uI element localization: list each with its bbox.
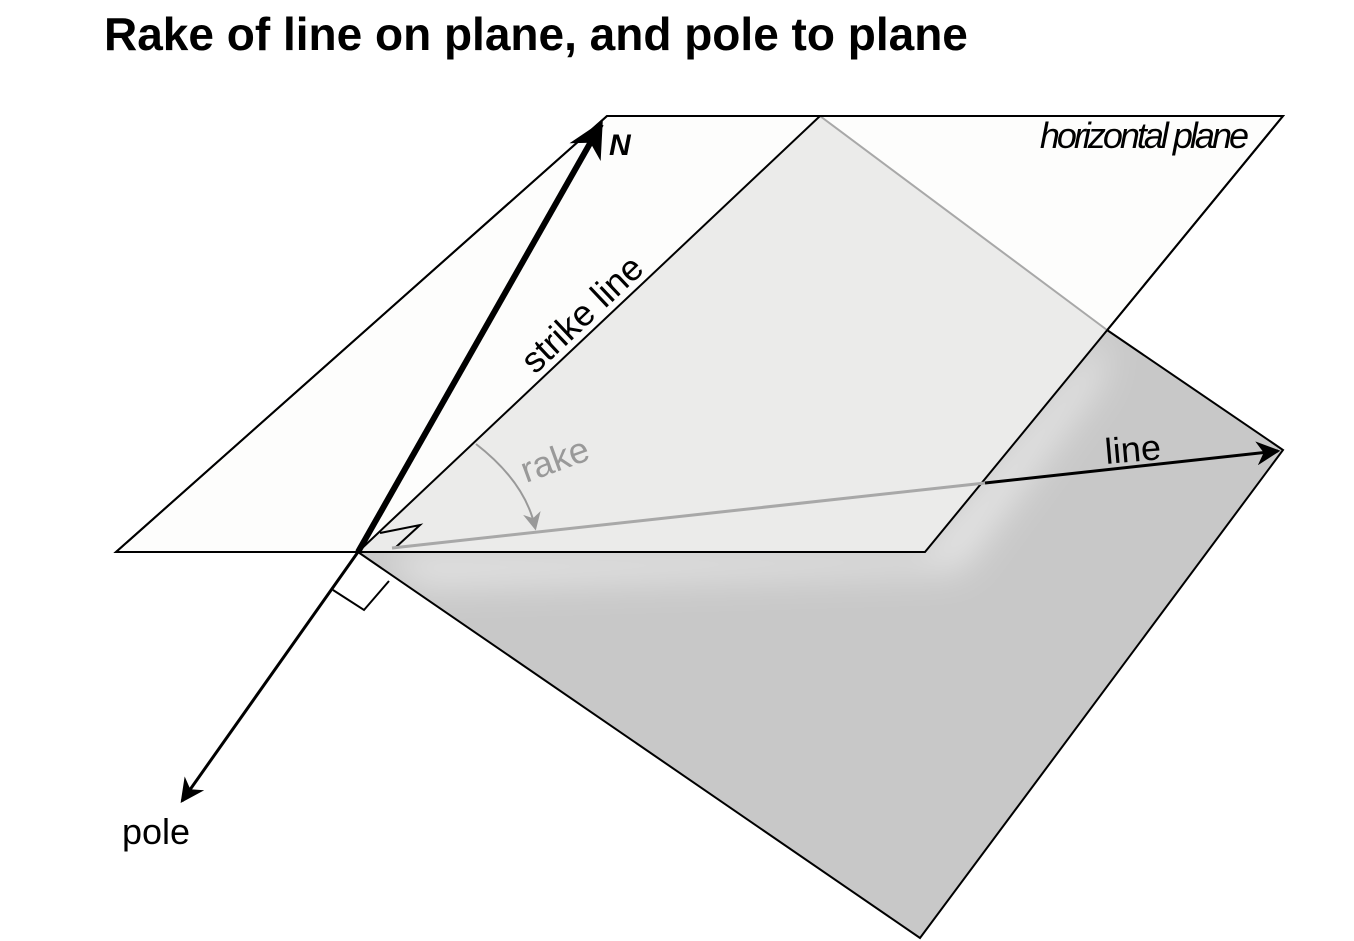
line-label: line: [1103, 426, 1162, 472]
north-label: N: [609, 129, 632, 162]
dipping-plane-above: [358, 116, 1107, 552]
rake-right-angle-marker: [379, 523, 424, 549]
line-arrow: [984, 441, 1281, 485]
pole-right-angle-marker: [332, 580, 390, 612]
dipping-plane-below: [358, 330, 1283, 938]
rake-arc: [475, 443, 541, 531]
horizontal-plane-label: horizontal plane: [1040, 115, 1248, 156]
north-arrow: [355, 120, 604, 554]
strike-line: [357, 115, 821, 553]
dipping-plane-outline: [357, 329, 1285, 940]
pole-arrow: [180, 551, 360, 803]
page-title: Rake of line on plane, and pole to plane: [104, 8, 968, 60]
dipping-plane-shading: [380, 330, 1107, 585]
pole-label: pole: [122, 811, 190, 852]
line-hidden-segment: [391, 481, 986, 550]
dipping-plane-hidden-edge: [819, 115, 1108, 331]
horizontal-plane-outline: [113, 115, 1286, 553]
